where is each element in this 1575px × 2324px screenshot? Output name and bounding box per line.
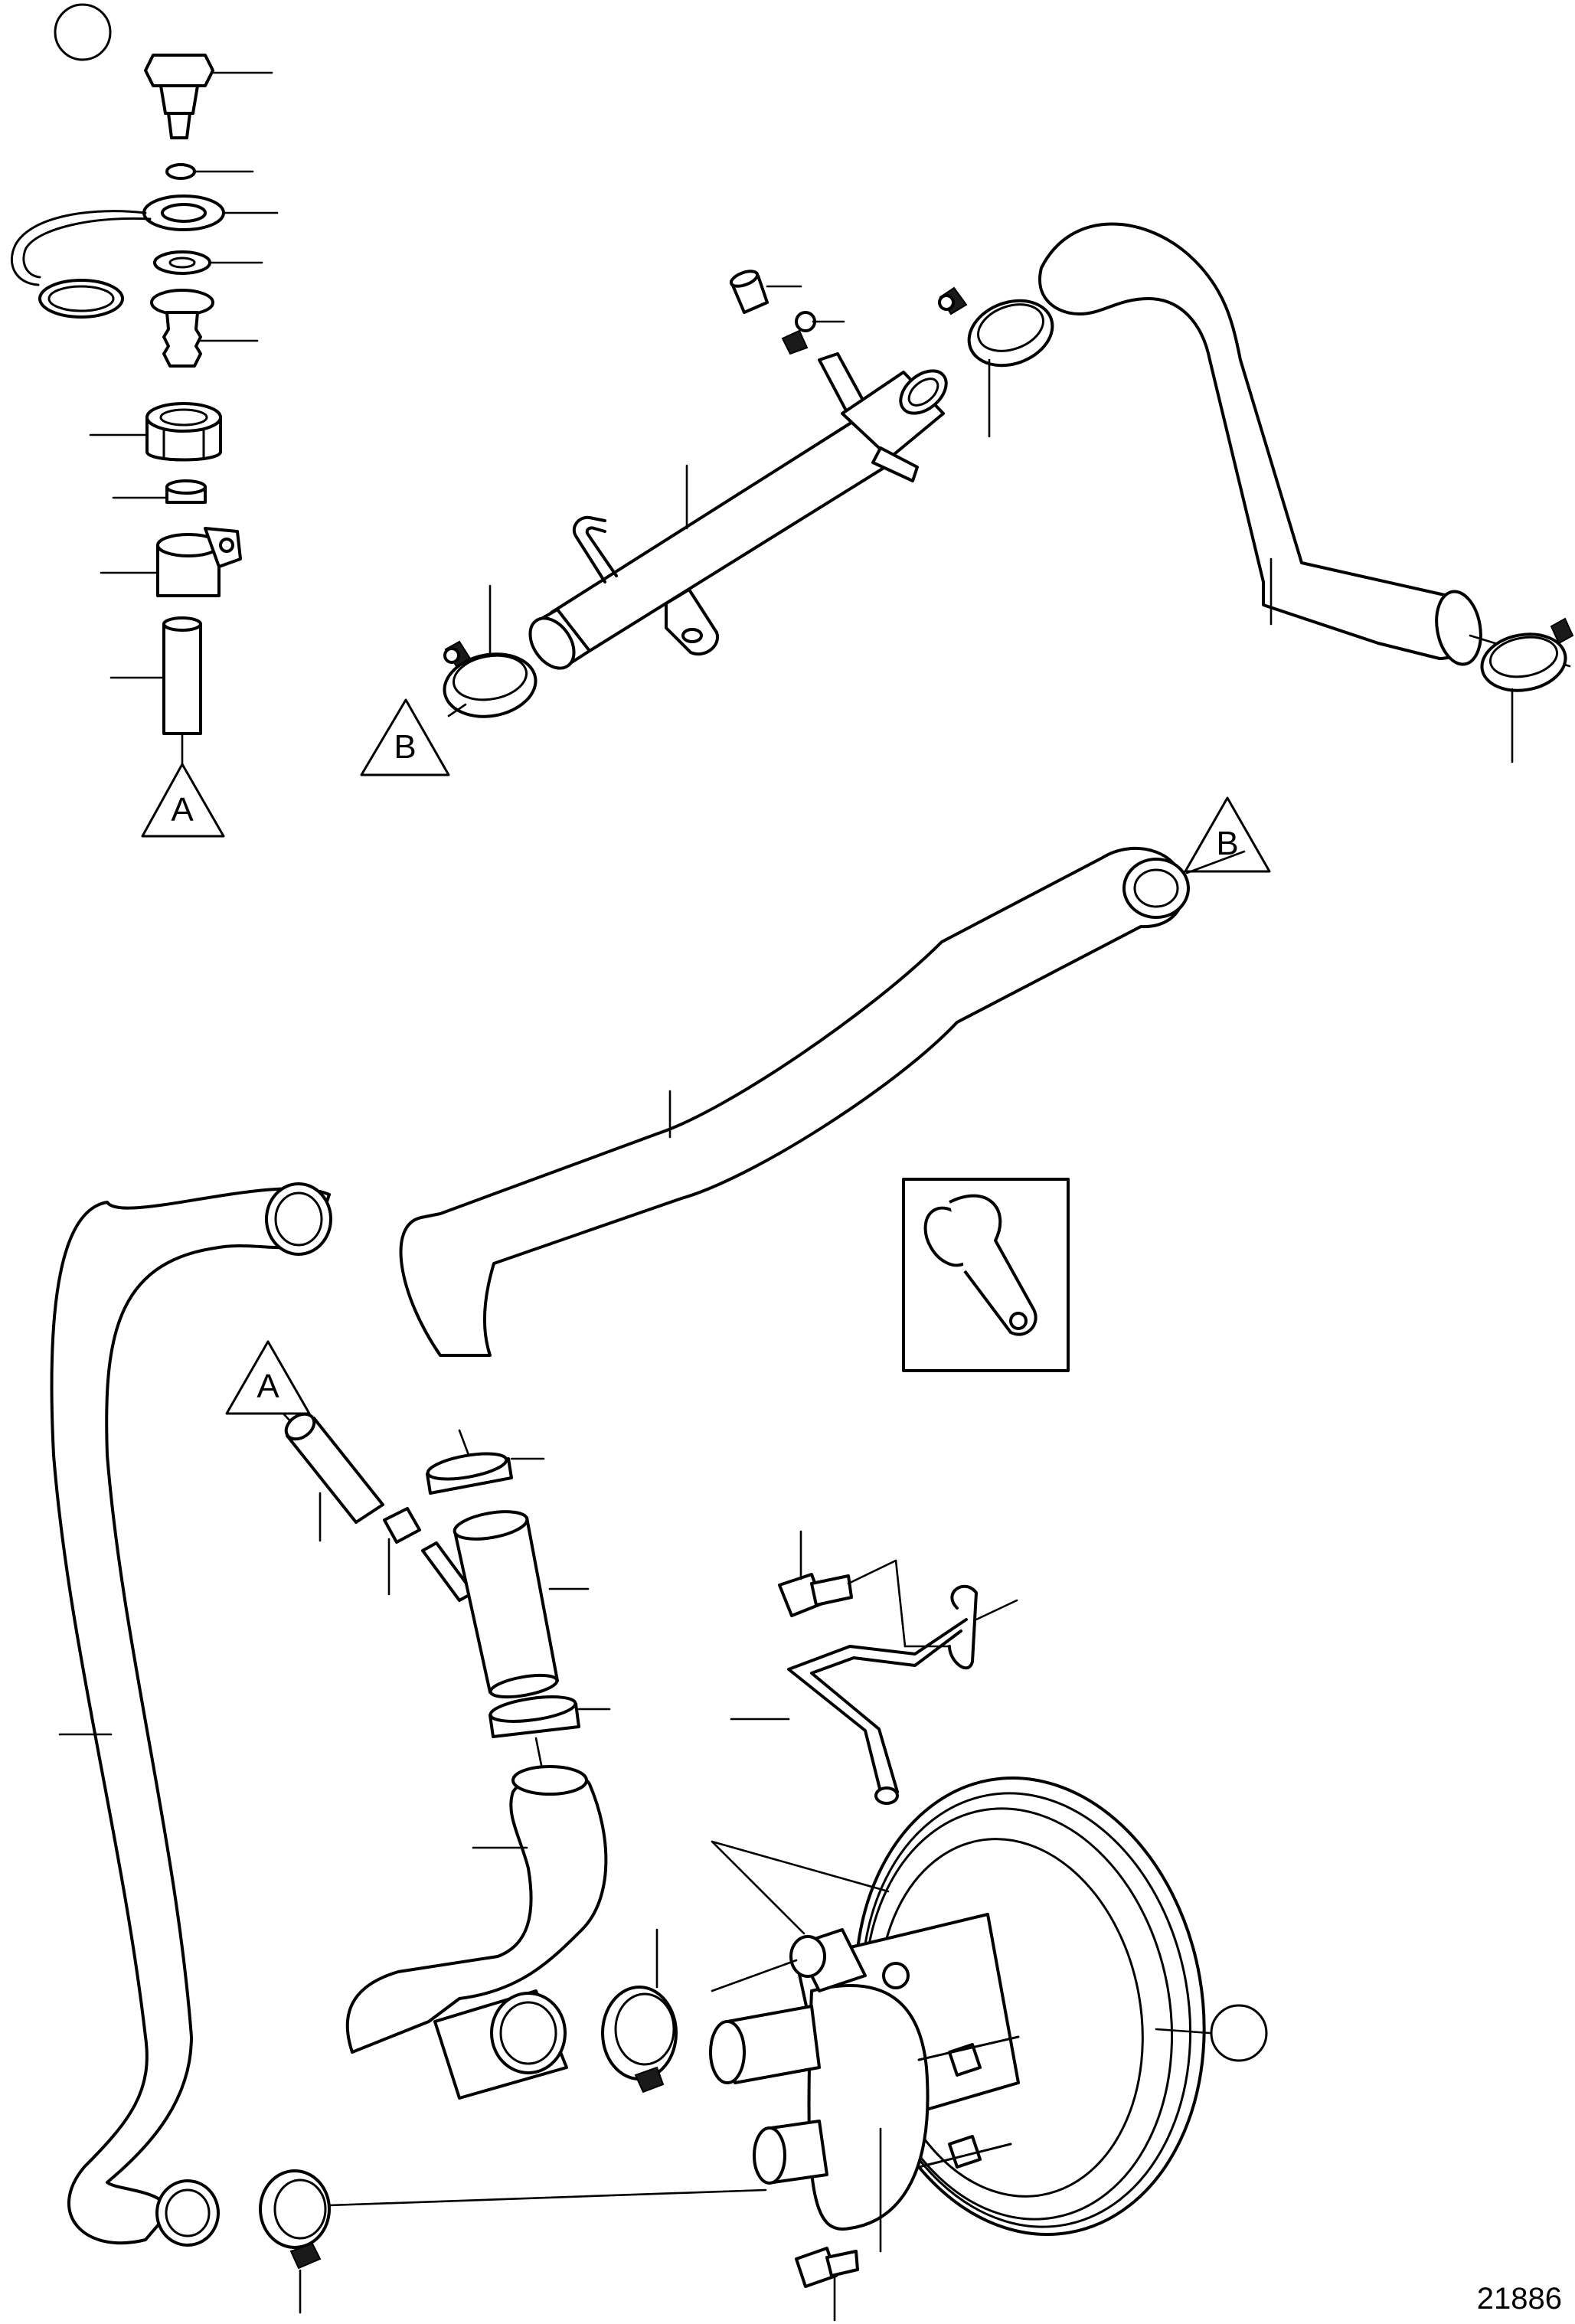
ref-label-b-left: B	[394, 728, 416, 766]
reference-marker-a-top: A	[141, 763, 225, 838]
ref-label-a-middle: A	[257, 1368, 279, 1405]
t-fitting-assembly	[284, 1412, 611, 1778]
reference-marker-b-left: B	[360, 698, 467, 776]
long-coolant-hose	[399, 846, 1246, 1357]
coolant-pipe-assembly	[528, 270, 948, 670]
hose-clamp-bottom-left	[259, 2169, 767, 2314]
fitting-stack-top-left	[11, 54, 279, 767]
pump-bolt-bottom	[795, 2127, 882, 2322]
callout-circle-bottom-right	[1210, 2004, 1268, 2062]
coolant-hose-top-right	[1038, 222, 1571, 668]
hose-clamp-pipe-right	[938, 286, 1054, 438]
hose-clamp-top-right	[1480, 617, 1574, 763]
hose-clamp-pump-inlet	[601, 1928, 678, 2094]
drawing-number: 21886	[1477, 2282, 1562, 2316]
water-pump	[709, 1776, 1211, 2237]
pump-inlet-hose	[345, 1765, 608, 2100]
ref-label-a-top: A	[171, 791, 194, 829]
reference-marker-b-right: B	[1184, 796, 1271, 873]
hose-clamp-pipe-left	[443, 584, 538, 718]
ref-label-b-right: B	[1216, 825, 1238, 862]
left-return-hose	[50, 1182, 332, 2247]
bolt-and-bracket	[730, 1530, 1018, 1805]
callout-circle-top-left	[54, 3, 112, 61]
inset-clip-detail	[902, 1178, 1070, 1372]
